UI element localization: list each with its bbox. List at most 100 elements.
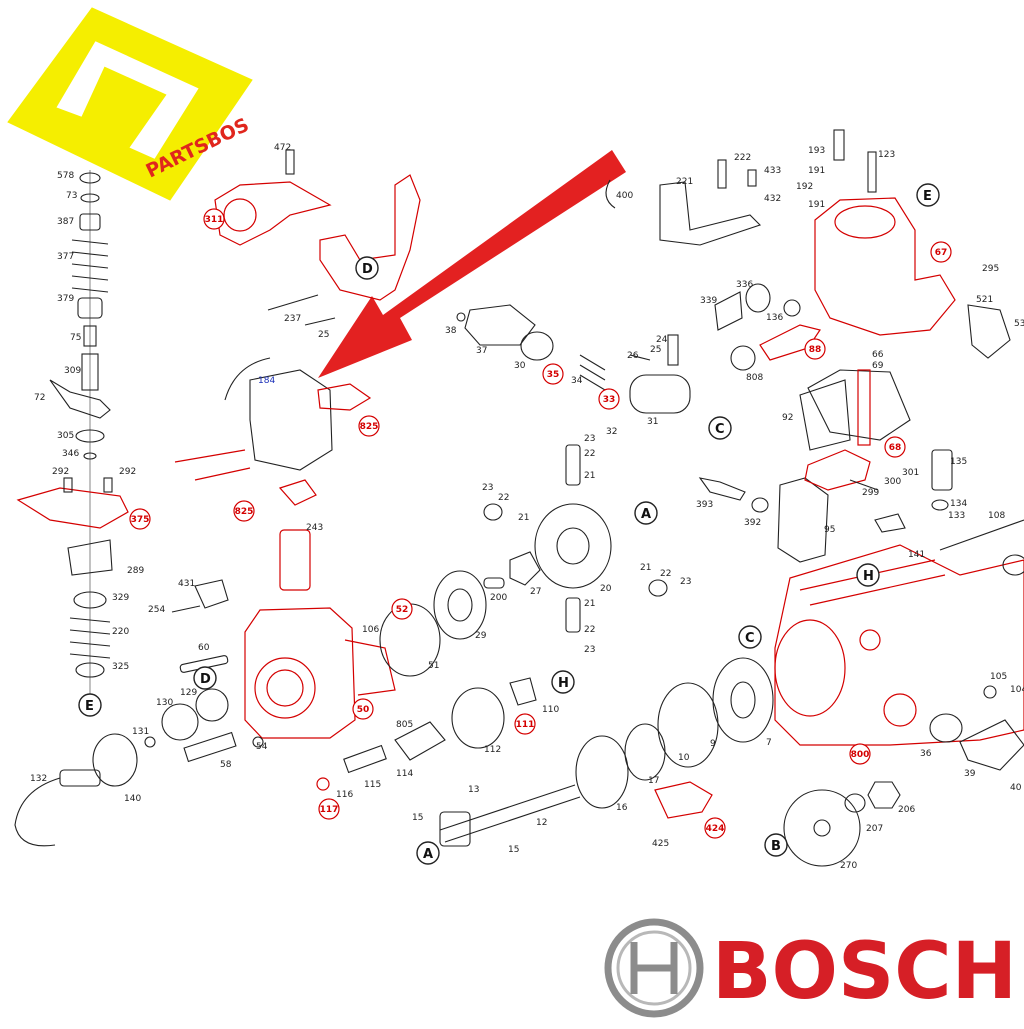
part-number-label: 67: [935, 248, 948, 258]
part-number-label: 116: [336, 790, 353, 800]
part-number-label: 191: [808, 200, 825, 210]
part-number-label: 26: [627, 351, 639, 361]
bosch-logo-text: BOSCH: [712, 927, 1017, 1017]
part-number-label: 329: [112, 593, 129, 603]
part-number-label: 200: [490, 593, 507, 603]
letter-marker-a-middle: A: [634, 501, 658, 525]
part-number-label: 132: [30, 774, 47, 784]
part-number-label: 40: [1010, 783, 1022, 793]
part-label-ring: [704, 817, 726, 839]
distributor-head-housing: [179, 607, 396, 739]
part-number-label: 270: [840, 861, 857, 871]
right-middle-parts: [698, 369, 953, 563]
part-number-label: 207: [866, 824, 883, 834]
bosch-logo: BOSCH: [604, 918, 1017, 1018]
part-number-label: 24: [656, 335, 668, 345]
part-label-ring: [233, 500, 255, 522]
part-number-label: 25: [318, 330, 329, 340]
part-number-label: 805: [396, 720, 413, 730]
part-number-label: 17: [648, 776, 659, 786]
part-number-label: 106: [362, 625, 379, 635]
part-number-label: 825: [360, 422, 379, 432]
part-number-label: 136: [766, 313, 783, 323]
part-number-label: 39: [964, 769, 976, 779]
svg-text:A: A: [423, 847, 433, 862]
part-number-label: 220: [112, 627, 129, 637]
part-number-label: 300: [884, 477, 901, 487]
part-number-label: 88: [809, 345, 822, 355]
part-number-label: 111: [516, 720, 535, 730]
part-number-label: 30: [514, 361, 526, 371]
part-number-label: 92: [782, 413, 793, 423]
part-number-label: 336: [736, 280, 753, 290]
part-label-ring: [514, 713, 536, 735]
letter-marker-e-upper: E: [916, 183, 940, 207]
part-number-label: 141: [908, 550, 925, 560]
part-number-label: 295: [982, 264, 999, 274]
part-number-label: 32: [606, 427, 617, 437]
part-number-label: 131: [132, 727, 149, 737]
part-number-label: 22: [584, 449, 595, 459]
part-label-ring: [598, 388, 620, 410]
part-number-label: 292: [119, 467, 136, 477]
part-number-label: 299: [862, 488, 879, 498]
part-number-label: 104: [1010, 685, 1024, 695]
part-label-ring: [352, 698, 374, 720]
part-number-label: 206: [898, 805, 915, 815]
part-number-label: 114: [396, 769, 413, 779]
part-number-label: 54: [256, 742, 268, 752]
part-number-label: 75: [70, 333, 81, 343]
part-number-label: 21: [584, 599, 595, 609]
part-number-label: 23: [584, 645, 595, 655]
part-number-label: 22: [660, 569, 671, 579]
part-number-label: 29: [475, 631, 487, 641]
letter-marker-a-lower: A: [416, 841, 440, 865]
part-number-label: 800: [851, 750, 870, 760]
partsbos-logo: PARTSBOS: [7, 7, 253, 201]
part-number-label: 393: [696, 500, 713, 510]
part-number-label: 50: [357, 705, 370, 715]
part-number-label: 15: [508, 845, 519, 855]
part-number-label: 36: [920, 749, 932, 759]
part-number-label: 51: [428, 661, 439, 671]
part-number-label: 66: [872, 350, 884, 360]
part-number-label: 7: [766, 738, 772, 748]
part-number-label: 433: [764, 166, 781, 176]
part-label-ring: [391, 598, 413, 620]
upper-right-parts: [605, 129, 1011, 451]
part-number-label: 37: [476, 346, 487, 356]
part-number-label: 27: [530, 587, 541, 597]
part-number-label: 12: [536, 818, 547, 828]
svg-text:H: H: [863, 569, 874, 584]
letter-marker-d-lower: D: [193, 666, 217, 690]
lower-left-parts: [14, 688, 264, 847]
part-number-label: 222: [734, 153, 751, 163]
part-number-label: 21: [518, 513, 529, 523]
part-number-label: 339: [700, 296, 717, 306]
part-number-label: 23: [482, 483, 493, 493]
part-label-ring: [358, 415, 380, 437]
part-number-label: 110: [542, 705, 559, 715]
part-label-ring: [318, 798, 340, 820]
part-label-ring: [129, 508, 151, 530]
part-number-label: 58: [220, 760, 232, 770]
svg-text:A: A: [641, 507, 651, 522]
letter-marker-c-lower: C: [738, 625, 762, 649]
part-number-label: 72: [34, 393, 45, 403]
part-number-label: 472: [274, 143, 291, 153]
part-number-label: 73: [66, 191, 77, 201]
part-number-label: 23: [584, 434, 595, 444]
part-number-label: 108: [988, 511, 1005, 521]
part-number-label: 135: [950, 457, 967, 467]
part-number-label: 31: [647, 417, 658, 427]
part-number-label: 15: [412, 813, 423, 823]
part-number-label: 33: [603, 395, 616, 405]
part-number-label: 117: [320, 805, 339, 815]
part-number-label: 52: [396, 605, 409, 615]
part-number-label: 292: [52, 467, 69, 477]
pump-housing: [774, 519, 1024, 771]
part-number-label: 133: [948, 511, 965, 521]
part-number-label: 432: [764, 194, 781, 204]
letter-marker-h-right: H: [856, 563, 880, 587]
part-number-label: 521: [976, 295, 993, 305]
